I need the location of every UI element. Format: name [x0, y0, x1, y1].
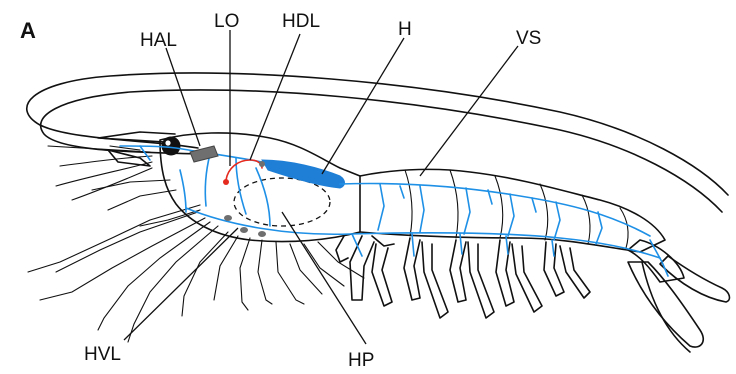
label-lo: LO: [214, 11, 239, 32]
label-hvl: HVL: [84, 344, 121, 365]
label-h: H: [398, 19, 412, 40]
label-hp: HP: [348, 350, 374, 371]
pleopods: [336, 236, 590, 318]
label-hdl: HDL: [282, 11, 320, 32]
label-vs: VS: [516, 28, 541, 49]
label-hal: HAL: [140, 30, 177, 51]
antennules: [48, 146, 152, 200]
circulatory-system: [120, 146, 668, 276]
hepatopancreas: [234, 178, 330, 226]
lymphoid-organ-node: [223, 179, 229, 185]
antenna: [27, 73, 728, 212]
panel-label: A: [20, 18, 36, 43]
eye: [162, 137, 181, 156]
body-outline: [98, 132, 729, 352]
hemal-anterior-structure: [190, 146, 218, 162]
